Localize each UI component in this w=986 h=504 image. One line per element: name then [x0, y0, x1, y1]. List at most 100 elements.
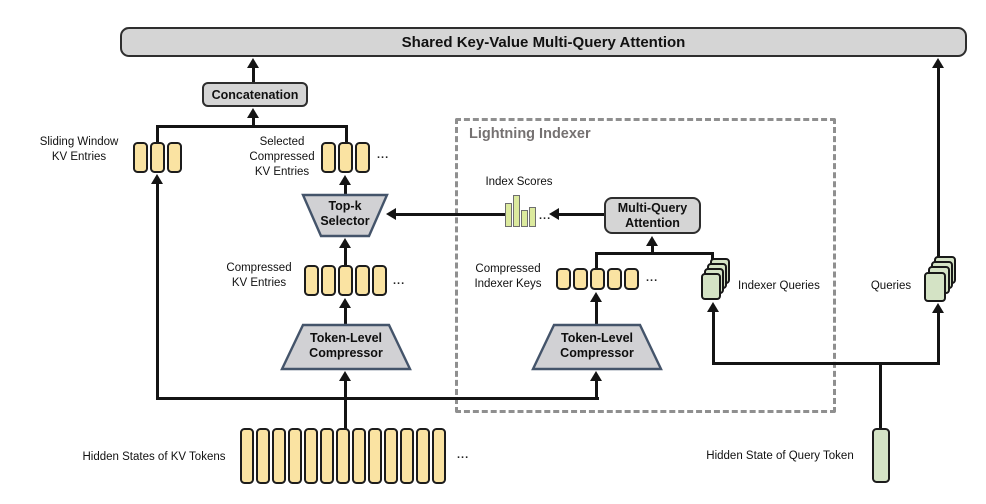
- concatenation-box: Concatenation: [202, 82, 308, 107]
- token: [624, 268, 639, 290]
- queries-label: Queries: [870, 280, 912, 292]
- token: [304, 428, 318, 484]
- ellipsis: ...: [377, 149, 390, 161]
- token: [573, 268, 588, 290]
- line: [595, 252, 598, 268]
- lightning-indexer-title: Lightning Indexer: [469, 126, 591, 142]
- arrow-queries-to-bar: [932, 58, 944, 68]
- index-scores-label: Index Scores: [485, 176, 553, 188]
- token: [288, 428, 302, 484]
- topk-selector-shape: [301, 193, 389, 238]
- token: [321, 142, 336, 173]
- line: [344, 183, 347, 195]
- index-scores-bars: [505, 195, 536, 227]
- token: [416, 428, 430, 484]
- line: [344, 246, 347, 265]
- arrow-query-trunk-to-queries: [932, 303, 944, 313]
- token: [304, 265, 319, 296]
- line: [595, 379, 598, 398]
- token: [355, 142, 370, 173]
- arrow-trunk-to-left-compressor: [339, 371, 351, 381]
- token: [372, 265, 387, 296]
- index-score-bar: [505, 203, 512, 227]
- token: [384, 428, 398, 484]
- token: [240, 428, 254, 484]
- token: [150, 142, 165, 173]
- arrow-concat-to-bar: [247, 58, 259, 68]
- token: [133, 142, 148, 173]
- compressed-kv-tokens: [304, 265, 387, 296]
- arrow-mqa-to-scores: [549, 208, 559, 220]
- ellipsis: ...: [539, 210, 552, 222]
- line: [252, 66, 255, 82]
- hidden-kv-tokens: [240, 428, 446, 484]
- indexer-queries-stack: [701, 258, 733, 300]
- line: [937, 311, 940, 363]
- token: [167, 142, 182, 173]
- line: [156, 125, 159, 143]
- arrow-junction-to-mqa: [646, 236, 658, 246]
- arrow-query-trunk-to-indexer-queries: [707, 302, 719, 312]
- line: [595, 300, 598, 325]
- token: [272, 428, 286, 484]
- token: [338, 142, 353, 173]
- token: [321, 265, 336, 296]
- token: [256, 428, 270, 484]
- ellipsis: ...: [646, 272, 659, 284]
- line: [395, 213, 510, 216]
- line: [937, 66, 940, 258]
- line: [344, 306, 347, 325]
- line: [344, 397, 347, 429]
- token: [432, 428, 446, 484]
- arrow-merge-to-concat: [247, 108, 259, 118]
- arrow-compressor-to-tokens: [339, 298, 351, 308]
- line: [595, 252, 714, 255]
- line: [156, 125, 348, 128]
- line: [345, 125, 348, 143]
- token: [556, 268, 571, 290]
- arrow-trunk-to-sliding: [151, 174, 163, 184]
- compressed-indexer-keys-tokens: [556, 268, 639, 290]
- token-level-compressor-left-shape: [280, 323, 412, 371]
- token: [338, 265, 353, 296]
- queries-stack: [924, 256, 958, 302]
- arrow-tokens-to-selector: [339, 238, 351, 248]
- line: [712, 362, 940, 365]
- index-score-bar: [521, 210, 528, 227]
- token: [336, 428, 350, 484]
- index-score-bar: [529, 207, 536, 227]
- arrow-scores-to-selector: [386, 208, 396, 220]
- token: [590, 268, 605, 290]
- line: [156, 397, 599, 400]
- token: [355, 265, 370, 296]
- ellipsis: ...: [457, 449, 470, 461]
- line: [156, 182, 159, 397]
- sliding-window-kv-tokens: [133, 142, 182, 173]
- line: [879, 362, 882, 428]
- token: [400, 428, 414, 484]
- arrow-selector-to-selected: [339, 175, 351, 185]
- hidden-query-token: [872, 428, 890, 483]
- token: [368, 428, 382, 484]
- line: [252, 116, 255, 126]
- shared-kv-mqa-bar: Shared Key-Value Multi-Query Attention: [120, 27, 967, 57]
- line: [344, 379, 347, 398]
- arrow-trunk-to-right-compressor: [590, 371, 602, 381]
- line: [558, 213, 605, 216]
- hidden-query-label: Hidden State of Query Token: [706, 450, 854, 462]
- ellipsis: ...: [393, 275, 406, 287]
- token: [352, 428, 366, 484]
- token: [607, 268, 622, 290]
- line: [712, 310, 715, 363]
- token: [320, 428, 334, 484]
- lightning-indexer-region: [455, 118, 836, 413]
